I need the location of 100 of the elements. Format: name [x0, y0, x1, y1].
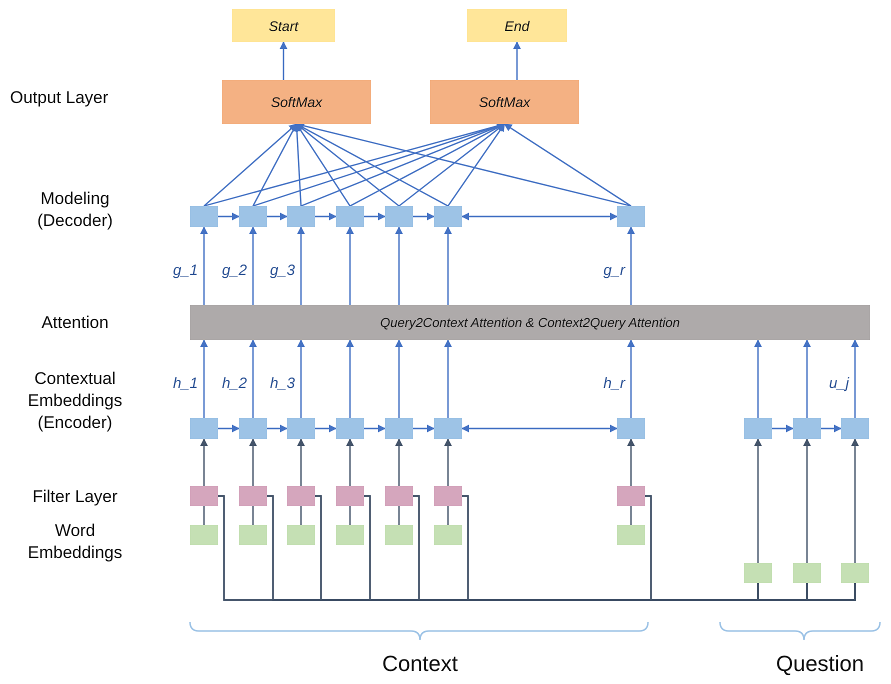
arrow — [249, 339, 257, 418]
softmax-box: SoftMax — [222, 80, 371, 124]
modeling-cell — [617, 206, 645, 227]
word-embedding-cell — [434, 525, 462, 545]
arrow — [754, 438, 762, 563]
arrow — [851, 438, 859, 563]
modeling-cell — [434, 206, 462, 227]
arrow — [200, 226, 208, 305]
section-label: Context — [381, 650, 459, 678]
arrow — [803, 339, 811, 418]
arrow — [627, 226, 635, 305]
arrow — [504, 123, 632, 207]
layer-label: Word Embeddings — [26, 520, 124, 564]
connector-line — [645, 495, 856, 601]
connector-line — [203, 506, 205, 525]
filter-cell — [287, 486, 315, 506]
encoder-cell — [385, 418, 413, 439]
arrow — [267, 424, 288, 432]
arrow — [851, 339, 859, 418]
layer-label: Output Layer — [10, 87, 110, 109]
connector-line — [252, 506, 254, 525]
word-embedding-cell — [287, 525, 315, 545]
layer-label: Modeling (Decoder) — [36, 188, 114, 232]
filter-cell — [336, 486, 364, 506]
arrow — [249, 226, 257, 305]
word-embedding-cell — [190, 525, 218, 545]
modeling-cell — [287, 206, 315, 227]
arrow — [803, 438, 811, 563]
modeling-cell — [239, 206, 267, 227]
arrow — [280, 41, 288, 80]
word-embedding-cell — [841, 563, 869, 583]
arrow — [821, 424, 842, 432]
arrow — [200, 339, 208, 418]
arrow — [444, 339, 452, 418]
arrow — [447, 123, 506, 206]
arrow — [444, 438, 452, 486]
filter-cell — [239, 486, 267, 506]
arrow — [772, 424, 794, 432]
arrow — [395, 438, 403, 486]
arrow — [513, 41, 521, 80]
encoder-cell — [239, 418, 267, 439]
modeling-cell — [336, 206, 364, 227]
filter-cell — [190, 486, 218, 506]
arrow — [444, 226, 452, 305]
modeling-cell — [190, 206, 218, 227]
modeling-cell — [385, 206, 413, 227]
arrow — [461, 424, 618, 432]
arrow — [218, 212, 240, 220]
layer-label: Contextual Embeddings (Encoder) — [26, 368, 124, 434]
arrow — [346, 438, 354, 486]
encoder-cell — [190, 418, 218, 439]
arrow — [461, 212, 618, 220]
encoder-cell — [744, 418, 772, 439]
word-embedding-cell — [617, 525, 645, 545]
arrow — [315, 424, 337, 432]
arrow — [413, 424, 435, 432]
layer-label: Attention — [40, 312, 110, 334]
arrow — [297, 339, 305, 418]
arrow — [364, 424, 386, 432]
connector-line — [398, 506, 400, 525]
arrow — [395, 226, 403, 305]
encoder-cell — [841, 418, 869, 439]
arrow — [395, 339, 403, 418]
arrow — [297, 226, 305, 305]
arrow — [364, 212, 386, 220]
filter-cell — [617, 486, 645, 506]
encoder-cell — [793, 418, 821, 439]
arrow — [200, 438, 208, 486]
arrow — [346, 226, 354, 305]
layer-label: Filter Layer — [31, 486, 119, 508]
arrow — [297, 438, 305, 486]
connector-line — [630, 506, 632, 525]
word-embedding-cell — [336, 525, 364, 545]
arrow — [627, 339, 635, 418]
connector-line — [349, 506, 351, 525]
filter-cell — [434, 486, 462, 506]
word-embedding-cell — [385, 525, 413, 545]
word-embedding-cell — [793, 563, 821, 583]
arrow — [204, 123, 298, 207]
arrow — [413, 212, 435, 220]
connector-line — [447, 506, 449, 525]
encoder-cell — [434, 418, 462, 439]
arrow — [218, 424, 240, 432]
encoder-cell — [336, 418, 364, 439]
arrow — [346, 339, 354, 418]
connector-line — [300, 506, 302, 525]
word-embedding-cell — [744, 563, 772, 583]
arrow — [754, 339, 762, 418]
output-box: Start — [232, 9, 335, 42]
filter-cell — [385, 486, 413, 506]
attention-bar: Query2Context Attention & Context2Query Attention — [190, 305, 870, 340]
section-label: Question — [774, 650, 866, 678]
encoder-cell — [617, 418, 645, 439]
output-box: End — [467, 9, 567, 42]
arrow — [249, 438, 257, 486]
arrow — [627, 438, 635, 486]
encoder-cell — [287, 418, 315, 439]
softmax-box: SoftMax — [430, 80, 579, 124]
arrow — [267, 212, 288, 220]
word-embedding-cell — [239, 525, 267, 545]
